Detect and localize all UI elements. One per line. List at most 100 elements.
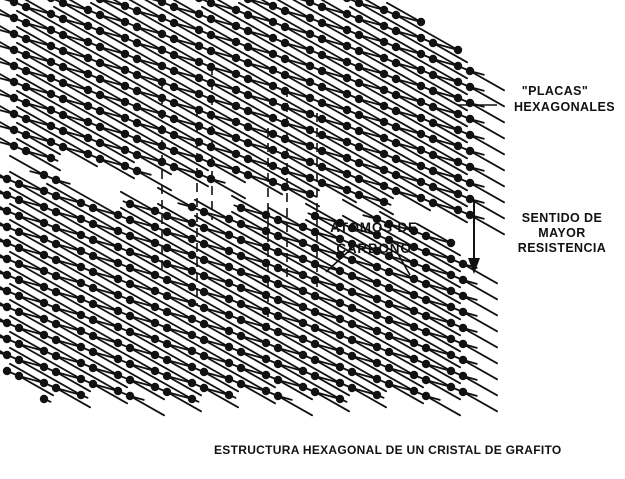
lower-bond — [314, 391, 341, 400]
lower-bond — [166, 391, 193, 400]
lower-carbon-atom — [162, 211, 172, 221]
lower-carbon-atom — [187, 218, 197, 228]
lower-carbon-atom — [88, 283, 98, 293]
upper-carbon-atom — [354, 190, 364, 200]
lower-bond — [425, 251, 452, 260]
lower-carbon-atom — [261, 370, 271, 380]
lower-carbon-atom — [125, 199, 135, 209]
upper-bond — [247, 174, 274, 183]
upper-carbon-atom — [194, 57, 204, 67]
upper-bond — [136, 26, 200, 63]
lower-bond — [425, 363, 462, 385]
upper-bond — [210, 130, 237, 139]
upper-bond — [24, 0, 52, 15]
upper-bond — [284, 42, 348, 79]
upper-bond — [469, 118, 506, 140]
arrow-head — [468, 258, 480, 274]
lower-carbon-atom — [421, 279, 431, 289]
lower-carbon-atom — [14, 291, 24, 301]
upper-bond — [321, 6, 348, 15]
lower-carbon-atom — [113, 306, 123, 316]
lower-bond — [129, 219, 193, 256]
upper-bond — [432, 138, 469, 160]
upper-carbon-atom — [416, 49, 426, 59]
upper-carbon-atom — [169, 66, 179, 76]
upper-bond — [136, 154, 173, 176]
lower-carbon-atom — [2, 350, 12, 360]
lower-bond — [166, 375, 203, 397]
upper-bond — [136, 122, 163, 131]
upper-carbon-atom — [305, 189, 315, 199]
upper-carbon-atom — [379, 101, 389, 111]
upper-bond — [25, 86, 52, 95]
lower-bond — [92, 287, 119, 296]
lower-carbon-atom — [261, 290, 271, 300]
lower-carbon-atom — [187, 282, 197, 292]
upper-carbon-atom — [46, 153, 56, 163]
lower-carbon-atom — [51, 271, 61, 281]
lower-carbon-atom — [88, 379, 98, 389]
lower-bond — [129, 283, 156, 292]
lower-carbon-atom — [384, 283, 394, 293]
lower-bond — [0, 318, 8, 324]
lower-carbon-atom — [261, 354, 271, 364]
upper-carbon-atom — [465, 178, 475, 188]
lower-carbon-atom — [2, 334, 12, 344]
lower-carbon-atom — [113, 258, 123, 268]
upper-bond — [321, 6, 385, 43]
upper-carbon-atom — [416, 17, 426, 27]
upper-carbon-atom — [120, 65, 130, 75]
lower-carbon-atom — [14, 179, 24, 189]
lower-carbon-atom — [458, 371, 468, 381]
upper-bond — [62, 114, 126, 151]
lower-bond — [166, 295, 230, 332]
lower-carbon-atom — [113, 226, 123, 236]
lower-bond — [277, 299, 341, 336]
upper-carbon-atom — [416, 97, 426, 107]
upper-carbon-atom — [243, 154, 253, 164]
lower-bond — [203, 371, 230, 380]
upper-carbon-atom — [391, 74, 401, 84]
lower-carbon-atom — [446, 302, 456, 312]
lower-carbon-atom — [335, 314, 345, 324]
lower-carbon-atom — [236, 267, 246, 277]
upper-carbon-atom — [231, 37, 241, 47]
lower-bond — [8, 298, 45, 320]
upper-carbon-atom — [58, 142, 68, 152]
lower-bond — [55, 211, 82, 220]
upper-bond — [395, 30, 459, 67]
upper-carbon-atom — [317, 2, 327, 12]
upper-bond — [99, 158, 136, 180]
lower-carbon-atom — [224, 278, 234, 288]
upper-carbon-atom — [243, 26, 253, 36]
lower-carbon-atom — [224, 214, 234, 224]
upper-carbon-atom — [305, 77, 315, 87]
upper-bond — [0, 9, 15, 19]
lower-bond — [351, 227, 378, 236]
lower-bond — [240, 383, 277, 405]
lower-bond — [314, 231, 341, 240]
upper-bond — [321, 150, 385, 187]
upper-carbon-atom — [379, 149, 389, 159]
lower-bond — [92, 367, 128, 389]
lower-bond — [18, 327, 82, 364]
upper-bond — [173, 54, 200, 63]
lower-carbon-atom — [446, 238, 456, 248]
upper-bond — [432, 90, 469, 112]
lower-bond — [240, 271, 267, 280]
lower-bond — [8, 234, 45, 256]
upper-carbon-atom — [206, 158, 216, 168]
lower-carbon-atom — [236, 363, 246, 373]
upper-bond — [358, 98, 385, 107]
lower-carbon-atom — [446, 366, 456, 376]
lower-carbon-atom — [39, 186, 49, 196]
lower-bond — [425, 267, 452, 276]
upper-carbon-atom — [428, 54, 438, 64]
lower-bond — [18, 215, 45, 224]
upper-bond — [247, 110, 311, 147]
lower-bond — [203, 339, 267, 376]
upper-bond — [210, 34, 237, 43]
lower-carbon-atom — [39, 266, 49, 276]
upper-carbon-atom — [453, 125, 463, 135]
upper-carbon-atom — [305, 141, 315, 151]
